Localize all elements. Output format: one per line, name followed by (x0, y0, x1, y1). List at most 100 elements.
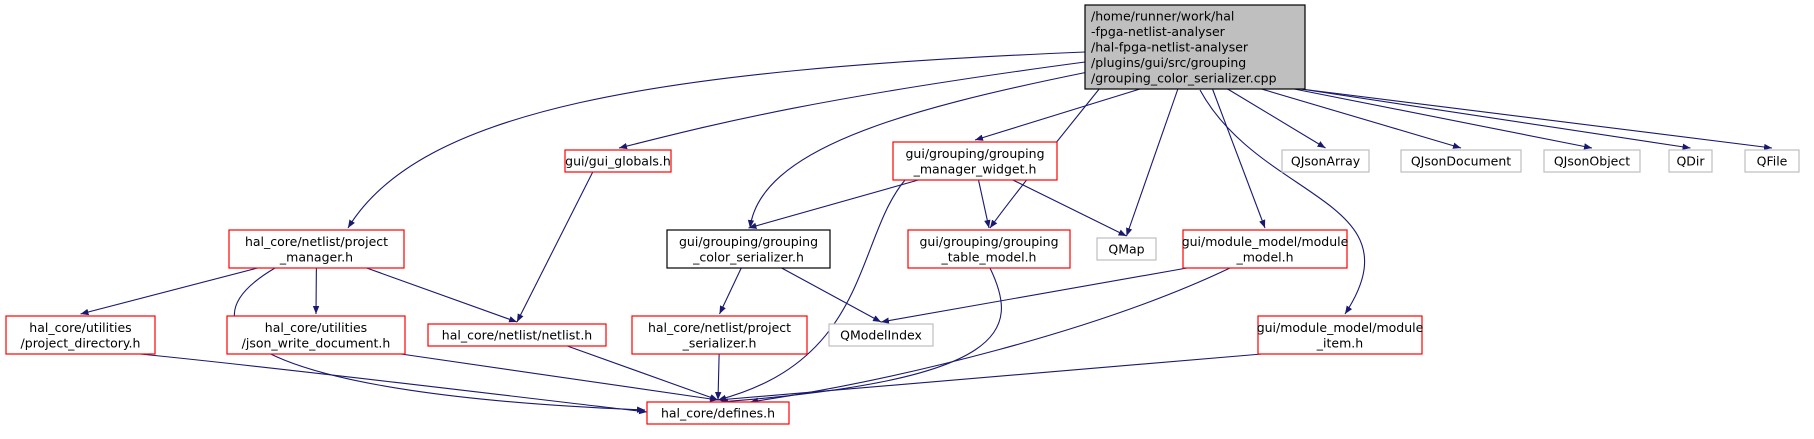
node-project-serializer[interactable]: hal_core/netlist/project_serializer.h (631, 315, 808, 355)
edge-root-to-grouping_color_serializer (747, 71, 1089, 229)
node-label-line: gui/gui_globals.h (565, 154, 671, 169)
node-qdir: QDir (1668, 149, 1713, 173)
edge-grouping_manager_widget-to-grouping_table_model (977, 179, 991, 229)
node-label-line: -fpga-netlist-analyser (1091, 24, 1226, 39)
node-qjsonarray: QJsonArray (1281, 149, 1370, 173)
node-label-line: hal_core/utilities (29, 320, 131, 335)
node-box (1668, 149, 1713, 173)
node-root[interactable]: /home/runner/work/hal-fpga-netlist-analy… (1084, 4, 1306, 90)
node-label-line: gui/grouping/grouping (919, 234, 1058, 249)
node-box (1182, 229, 1348, 269)
node-label-line: hal_core/netlist/project (245, 234, 388, 249)
node-label-line: QMap (1108, 242, 1144, 257)
node-label-line: QDir (1676, 154, 1705, 169)
edge-grouping_manager_widget-to-grouping_color_serializer (748, 179, 919, 229)
edge-project_manager-to-netlist (366, 267, 518, 323)
node-box (892, 141, 1058, 181)
node-grouping-table-model[interactable]: gui/grouping/grouping_table_model.h (907, 229, 1071, 269)
edge-root-to-module_item (1199, 89, 1366, 315)
edge-project_manager-to-project_directory (80, 267, 258, 316)
node-label-line: QJsonDocument (1411, 154, 1511, 169)
node-label-line: QJsonObject (1554, 154, 1630, 169)
node-gui-globals[interactable]: gui/gui_globals.h (564, 149, 672, 173)
node-label-line: /grouping_color_serializer.cpp (1091, 71, 1277, 86)
edge-root-to-project_manager (347, 51, 1086, 229)
node-label-line: _item.h (1316, 335, 1363, 350)
node-json-write-document[interactable]: hal_core/utilities/json_write_document.h (226, 315, 406, 355)
edge-grouping_manager_widget-to-defines (717, 179, 906, 402)
node-label-line: hal_core/utilities (265, 320, 367, 335)
node-qmodelindex: QModelIndex (828, 323, 934, 347)
node-label-line: /hal-fpga-netlist-analyser (1091, 40, 1249, 55)
edge-module_item-to-defines (717, 353, 1263, 403)
node-label-line: /plugins/gui/src/grouping (1091, 55, 1246, 70)
node-box (1543, 149, 1641, 173)
node-label-line: _manager.h (279, 249, 353, 264)
node-qjsondocument: QJsonDocument (1400, 149, 1522, 173)
node-module-model[interactable]: gui/module_model/module_model.h (1182, 229, 1349, 269)
node-netlist[interactable]: hal_core/netlist/netlist.h (427, 323, 607, 347)
edge-root-to-grouping_manager_widget (974, 88, 1141, 141)
node-qfile: QFile (1744, 149, 1800, 173)
file-nodes: /home/runner/work/hal-fpga-netlist-analy… (5, 4, 1800, 425)
node-label-line: QModelIndex (840, 328, 922, 343)
node-label-line: _manager_widget.h (913, 161, 1037, 176)
node-box (1084, 4, 1306, 90)
node-label-line: _color_serializer.h (692, 249, 804, 264)
node-box (646, 401, 790, 425)
edge-netlist-to-defines (567, 345, 719, 401)
node-module-item[interactable]: gui/module_model/module_item.h (1257, 315, 1424, 355)
edge-project_directory-to-defines (139, 353, 648, 415)
node-box (907, 229, 1071, 269)
node-box (666, 229, 831, 269)
node-label-line: _serializer.h (682, 335, 757, 350)
node-grouping-manager-widget[interactable]: gui/grouping/grouping_manager_widget.h (892, 141, 1058, 181)
node-label-line: gui/module_model/module (1257, 320, 1424, 335)
node-box (564, 149, 672, 173)
node-label-line: /home/runner/work/hal (1091, 9, 1234, 24)
edge-root-to-qjsonobject (1294, 88, 1593, 150)
edge-root-to-qfile (1300, 88, 1773, 151)
node-label-line: QFile (1757, 154, 1788, 169)
edge-json_write_document-to-defines (400, 353, 719, 403)
node-box (1744, 149, 1800, 173)
node-label-line: /json_write_document.h (242, 335, 391, 350)
node-qmap: QMap (1096, 237, 1157, 261)
edge-root-to-qmap (1125, 88, 1179, 237)
node-box (5, 315, 156, 355)
edge-module_model-to-qmodelindex (880, 267, 1188, 324)
node-box (631, 315, 808, 355)
node-label-line: gui/grouping/grouping (905, 146, 1044, 161)
edge-project_manager-to-defines (233, 267, 646, 413)
node-box (427, 323, 607, 347)
node-box (1281, 149, 1370, 173)
node-box (1400, 149, 1522, 173)
node-label-line: _model.h (1235, 249, 1293, 264)
node-label-line: hal_core/netlist/project (648, 320, 791, 335)
edge-grouping_manager_widget-to-qmap (1012, 179, 1127, 237)
node-project-manager[interactable]: hal_core/netlist/project_manager.h (228, 229, 405, 269)
node-label-line: hal_core/defines.h (661, 406, 775, 421)
node-label-line: gui/grouping/grouping (679, 234, 818, 249)
edge-root-to-qjsondocument (1261, 88, 1462, 149)
node-label-line: QJsonArray (1291, 154, 1361, 169)
dependency-edges (80, 51, 1773, 415)
node-label-line: hal_core/netlist/netlist.h (442, 328, 592, 343)
node-project-directory[interactable]: hal_core/utilities/project_directory.h (5, 315, 156, 355)
edge-grouping_color_serializer-to-qmodelindex (781, 267, 882, 323)
edge-root-to-gui_globals (618, 61, 1086, 150)
node-box (828, 323, 934, 347)
node-box (228, 229, 405, 269)
node-box (1257, 315, 1423, 355)
node-label-line: /project_directory.h (21, 335, 141, 350)
node-defines[interactable]: hal_core/defines.h (646, 401, 790, 425)
node-grouping-color-serializer[interactable]: gui/grouping/grouping_color_serializer.h (666, 229, 831, 269)
edge-root-to-module_model (1211, 88, 1266, 229)
edge-gui_globals-to-netlist (516, 171, 594, 323)
node-label-line: gui/module_model/module (1182, 234, 1349, 249)
edge-module_model-to-defines (749, 267, 1231, 405)
node-box (1096, 237, 1157, 261)
edge-project_serializer-to-defines (714, 353, 722, 401)
node-box (226, 315, 406, 355)
edge-root-to-qjsonarray (1227, 88, 1326, 149)
